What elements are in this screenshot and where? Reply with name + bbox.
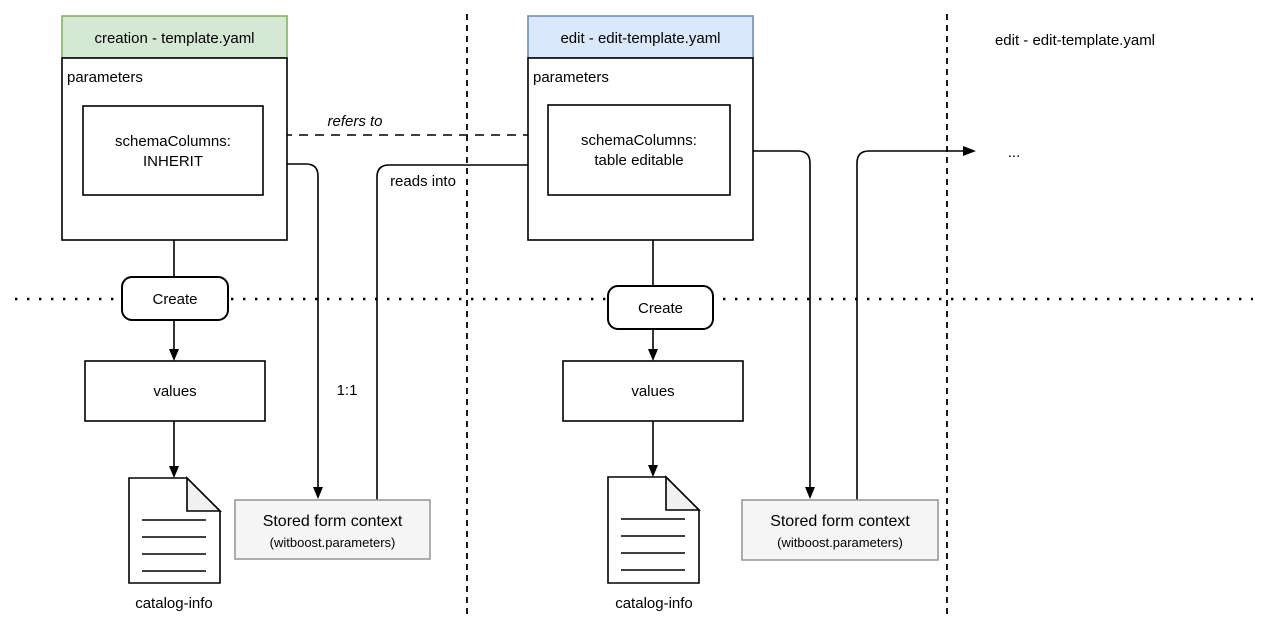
right-arrowhead-icon (963, 146, 976, 156)
down-arrowhead-icon (648, 465, 658, 477)
creation-document-label: catalog-info (135, 595, 213, 612)
creation-schemacolumns-value: INHERIT (143, 153, 203, 170)
creation-values-box (84, 360, 266, 422)
next-lane-ellipsis: ... (1008, 144, 1021, 161)
edit-schemacolumns-node (547, 104, 731, 196)
edit-parameters-label: parameters (533, 69, 609, 86)
one-to-one-edge-label: 1:1 (337, 382, 358, 399)
down-arrowhead-icon (169, 349, 179, 361)
down-arrowhead-icon (805, 487, 815, 499)
creation-create-button (121, 276, 229, 321)
document-text-lines-icon (621, 518, 685, 571)
edit-schemacolumns-key: schemaColumns: (581, 132, 697, 149)
creation-values-label: values (153, 383, 196, 400)
edit-document-icon (607, 476, 700, 584)
down-arrowhead-icon (648, 349, 658, 361)
creation-schemacolumns-key: schemaColumns: (115, 133, 231, 150)
edit-to-stored-connector (730, 150, 811, 487)
edit-template-header-label: edit - edit-template.yaml (560, 30, 720, 47)
one-to-one-connector (263, 163, 319, 487)
edit-create-label: Create (638, 300, 683, 317)
creation-stored-context-title: Stored form context (263, 513, 403, 530)
stored-to-next-connector (856, 150, 963, 500)
creation-stored-context-box (234, 499, 431, 560)
down-arrowhead-icon (169, 466, 179, 478)
edit-stored-context-box (741, 499, 939, 561)
down-arrowhead-icon (313, 487, 323, 499)
edit-schemacolumns-value: table editable (594, 152, 683, 169)
edit-stored-context-subtitle: (witboost.parameters) (777, 535, 903, 550)
edit-create-button (607, 285, 714, 330)
edit-document-label: catalog-info (615, 595, 693, 612)
creation-create-label: Create (152, 291, 197, 308)
creation-template-header-label: creation - template.yaml (94, 30, 254, 47)
next-edit-template-header-label: edit - edit-template.yaml (995, 32, 1155, 49)
document-fold-icon (186, 476, 222, 512)
reads-into-edge-label: reads into (390, 173, 456, 190)
creation-schemacolumns-node (82, 105, 264, 196)
edit-values-label: values (631, 383, 674, 400)
document-text-lines-icon (142, 519, 206, 572)
creation-document-icon (128, 477, 221, 584)
reads-into-connector (376, 164, 534, 500)
edit-template-header-box (527, 15, 754, 59)
creation-stored-context-subtitle: (witboost.parameters) (270, 535, 396, 550)
creation-parameters-label: parameters (67, 69, 143, 86)
edit-stored-context-title: Stored form context (770, 513, 910, 530)
refers-to-edge-label: refers to (327, 113, 382, 130)
document-fold-icon (665, 475, 701, 511)
edit-values-box (562, 360, 744, 422)
